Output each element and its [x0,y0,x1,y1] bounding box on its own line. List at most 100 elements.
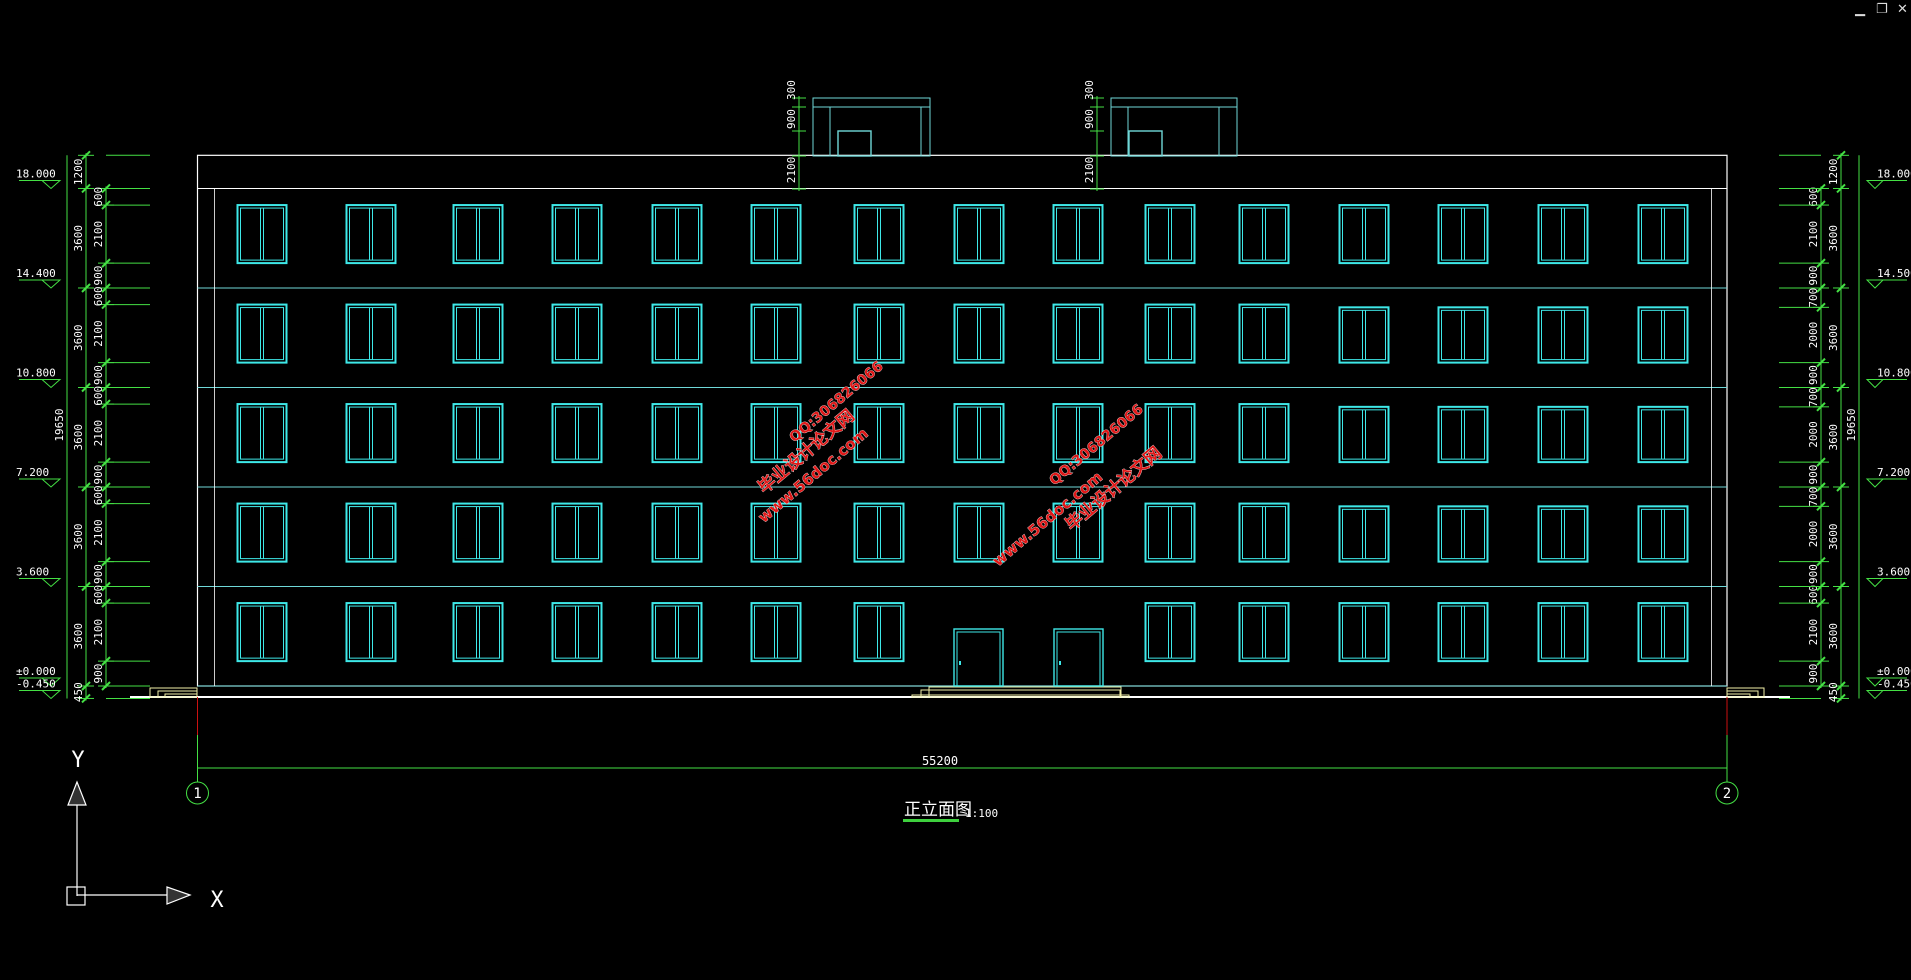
window-sash [1541,409,1585,460]
window-frame [1238,204,1290,265]
window [1338,405,1390,464]
window-frame [750,602,802,663]
stair-house-outline [1110,97,1238,157]
window-sash [1441,207,1485,261]
window [1238,602,1290,663]
window-frame [953,502,1005,563]
left-level-marker: 7.200 [16,466,62,488]
window [1437,602,1489,663]
level-value: 7.200 [1877,466,1910,479]
entrance-step [928,686,1122,698]
window [853,502,905,563]
window-sash [1641,207,1685,261]
minimize-button[interactable]: ▁ [1855,2,1865,17]
window-sash [1242,406,1286,460]
window-frame [1338,306,1390,364]
left-level-marker: 18.000 [16,167,62,190]
window-frame [236,403,288,464]
window-sash [240,207,284,261]
dimension-label: 600 [1807,187,1820,207]
window-sash [857,506,901,560]
window-frame [551,303,603,364]
window-sash [349,406,393,460]
window-frame [750,502,802,563]
ucs-x-label: X [210,888,224,913]
dimension-label: 2000 [1807,521,1820,548]
drawing-title: 正立面图 [904,800,972,820]
grid-bubble [186,781,209,805]
roof-stair-house [812,97,931,157]
window-frame [345,602,397,663]
dimension-label: 2100 [92,320,105,347]
window [236,602,288,663]
window-frame [236,602,288,663]
dimension-label: 900 [1083,109,1096,129]
window-frame [750,204,802,265]
window-sash [1641,605,1685,659]
window [1238,403,1290,464]
dimension-label: 2100 [92,619,105,646]
level-value: ±0.000 [1877,665,1911,678]
window-frame [1637,405,1689,464]
right-opening-dimensions: 9002100600900200070090020007009002000700… [1807,183,1829,691]
window [750,303,802,364]
dimension-label: 900 [1807,664,1820,684]
window-frame [345,502,397,563]
drawing-scale: 1:100 [965,807,998,820]
window-sash [655,207,699,261]
dimension-label: 600 [92,386,105,406]
window-sash [555,207,599,261]
window-sash [857,605,901,659]
window [1052,204,1104,265]
dimensions: 4503600360036003600360012009002100600900… [16,80,1911,805]
annotations: 55200 正立面图 1:100 Y X 毕业设计论文网 www.56doc.c… [66,358,1166,913]
building-elevation [130,97,1790,698]
window [551,403,603,464]
restore-button[interactable]: ❐ [1876,2,1888,17]
window-frame [1238,303,1290,364]
window-frame [1537,602,1589,663]
dimension-label: 600 [1807,585,1820,605]
dimension-label: 900 [1807,266,1820,286]
window [1537,505,1589,563]
right-level-marker: -0.450 [1865,677,1911,700]
window [452,204,504,265]
window [236,303,288,364]
window-frame [1537,204,1589,265]
window-frame [452,602,504,663]
window-sash [1342,605,1386,659]
window [452,303,504,364]
level-value: 18.000 [16,167,56,180]
dimension-label: 1200 [72,159,85,186]
window [1537,306,1589,364]
window-frame [1437,602,1489,663]
window-sash [1641,409,1685,460]
dimension-label: 900 [92,564,105,584]
window-sash [1441,508,1485,560]
window-sash [1056,307,1100,361]
dimension-label: 300 [785,80,798,100]
window-frame [345,403,397,464]
window-sash [1441,309,1485,361]
window-frame [953,303,1005,364]
window [750,502,802,563]
door-handle [959,661,961,665]
dimension-label: 3600 [1827,225,1840,252]
window-frame [1338,405,1390,464]
window [853,403,905,464]
close-button[interactable]: ✕ [1897,2,1908,17]
right-level-marker: 14.500 [1865,267,1911,289]
window-frame [1238,502,1290,563]
window-frame [1437,405,1489,464]
window [1537,204,1589,265]
dimension-label: 3600 [1827,324,1840,351]
dimension-label: 2100 [92,221,105,248]
window-sash [1342,207,1386,261]
window-sash [349,307,393,361]
window [953,502,1005,563]
window [236,502,288,563]
window-frame [551,602,603,663]
